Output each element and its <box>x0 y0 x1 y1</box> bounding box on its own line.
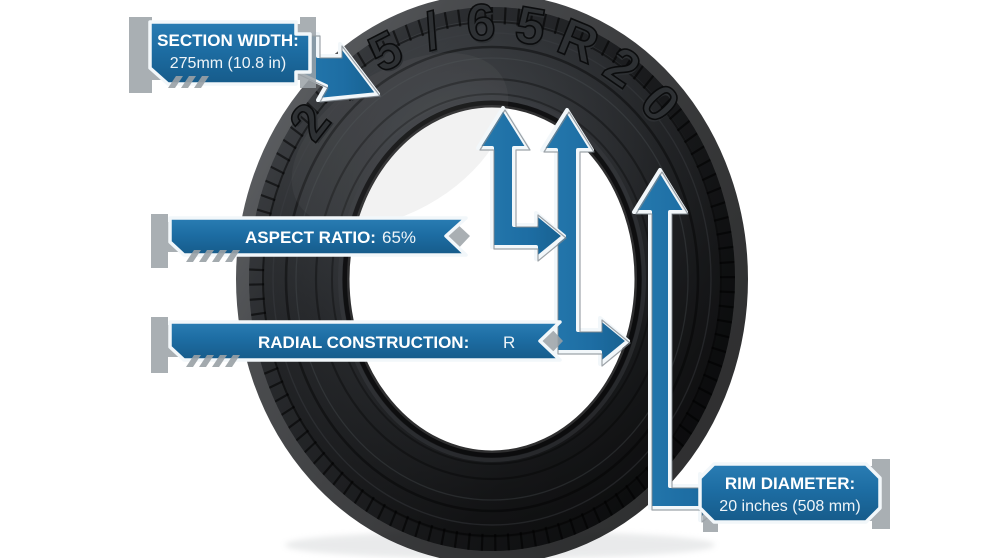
radial-construction-value: R <box>503 333 515 352</box>
aspect-ratio-value: 65% <box>382 228 416 247</box>
sidewall-char: 66 <box>464 0 497 55</box>
callout-radial-construction[interactable]: RADIAL CONSTRUCTION: R <box>151 317 563 373</box>
banner-tail-hatch-aspect-ratio <box>186 250 240 262</box>
aspect-ratio-title: ASPECT RATIO: <box>245 228 376 247</box>
banner-body-radial-construction <box>168 320 562 362</box>
arrow-radial-construction <box>540 108 631 367</box>
callout-rim-diameter[interactable]: RIM DIAMETER: 20 inches (508 mm) <box>698 459 890 532</box>
section-width-value: 275mm (10.8 in) <box>170 55 287 72</box>
svg-text:6: 6 <box>466 0 497 55</box>
tire-bead-edge <box>342 100 642 458</box>
rim-diameter-value: 20 inches (508 mm) <box>719 498 860 515</box>
radial-construction-title: RADIAL CONSTRUCTION: <box>258 333 469 352</box>
arrow-aspect-ratio <box>476 106 567 262</box>
tire-body <box>236 0 748 558</box>
banner-body-aspect-ratio <box>168 216 468 257</box>
banner-tail-hatch-radial-construction <box>186 355 240 367</box>
callout-section-width[interactable]: SECTION WIDTH: 275mm (10.8 in) <box>129 17 316 93</box>
callout-aspect-ratio[interactable]: ASPECT RATIO: 65% <box>151 214 470 268</box>
banner-body-rim-diameter <box>698 462 882 524</box>
rim-diameter-title: RIM DIAMETER: <box>725 474 855 493</box>
section-width-title: SECTION WIDTH: <box>157 31 299 50</box>
banner-tail-hatch-section-width <box>168 76 209 88</box>
svg-text:6: 6 <box>465 0 496 53</box>
tread-sipes <box>249 7 735 551</box>
banner-body-section-width <box>148 20 312 86</box>
